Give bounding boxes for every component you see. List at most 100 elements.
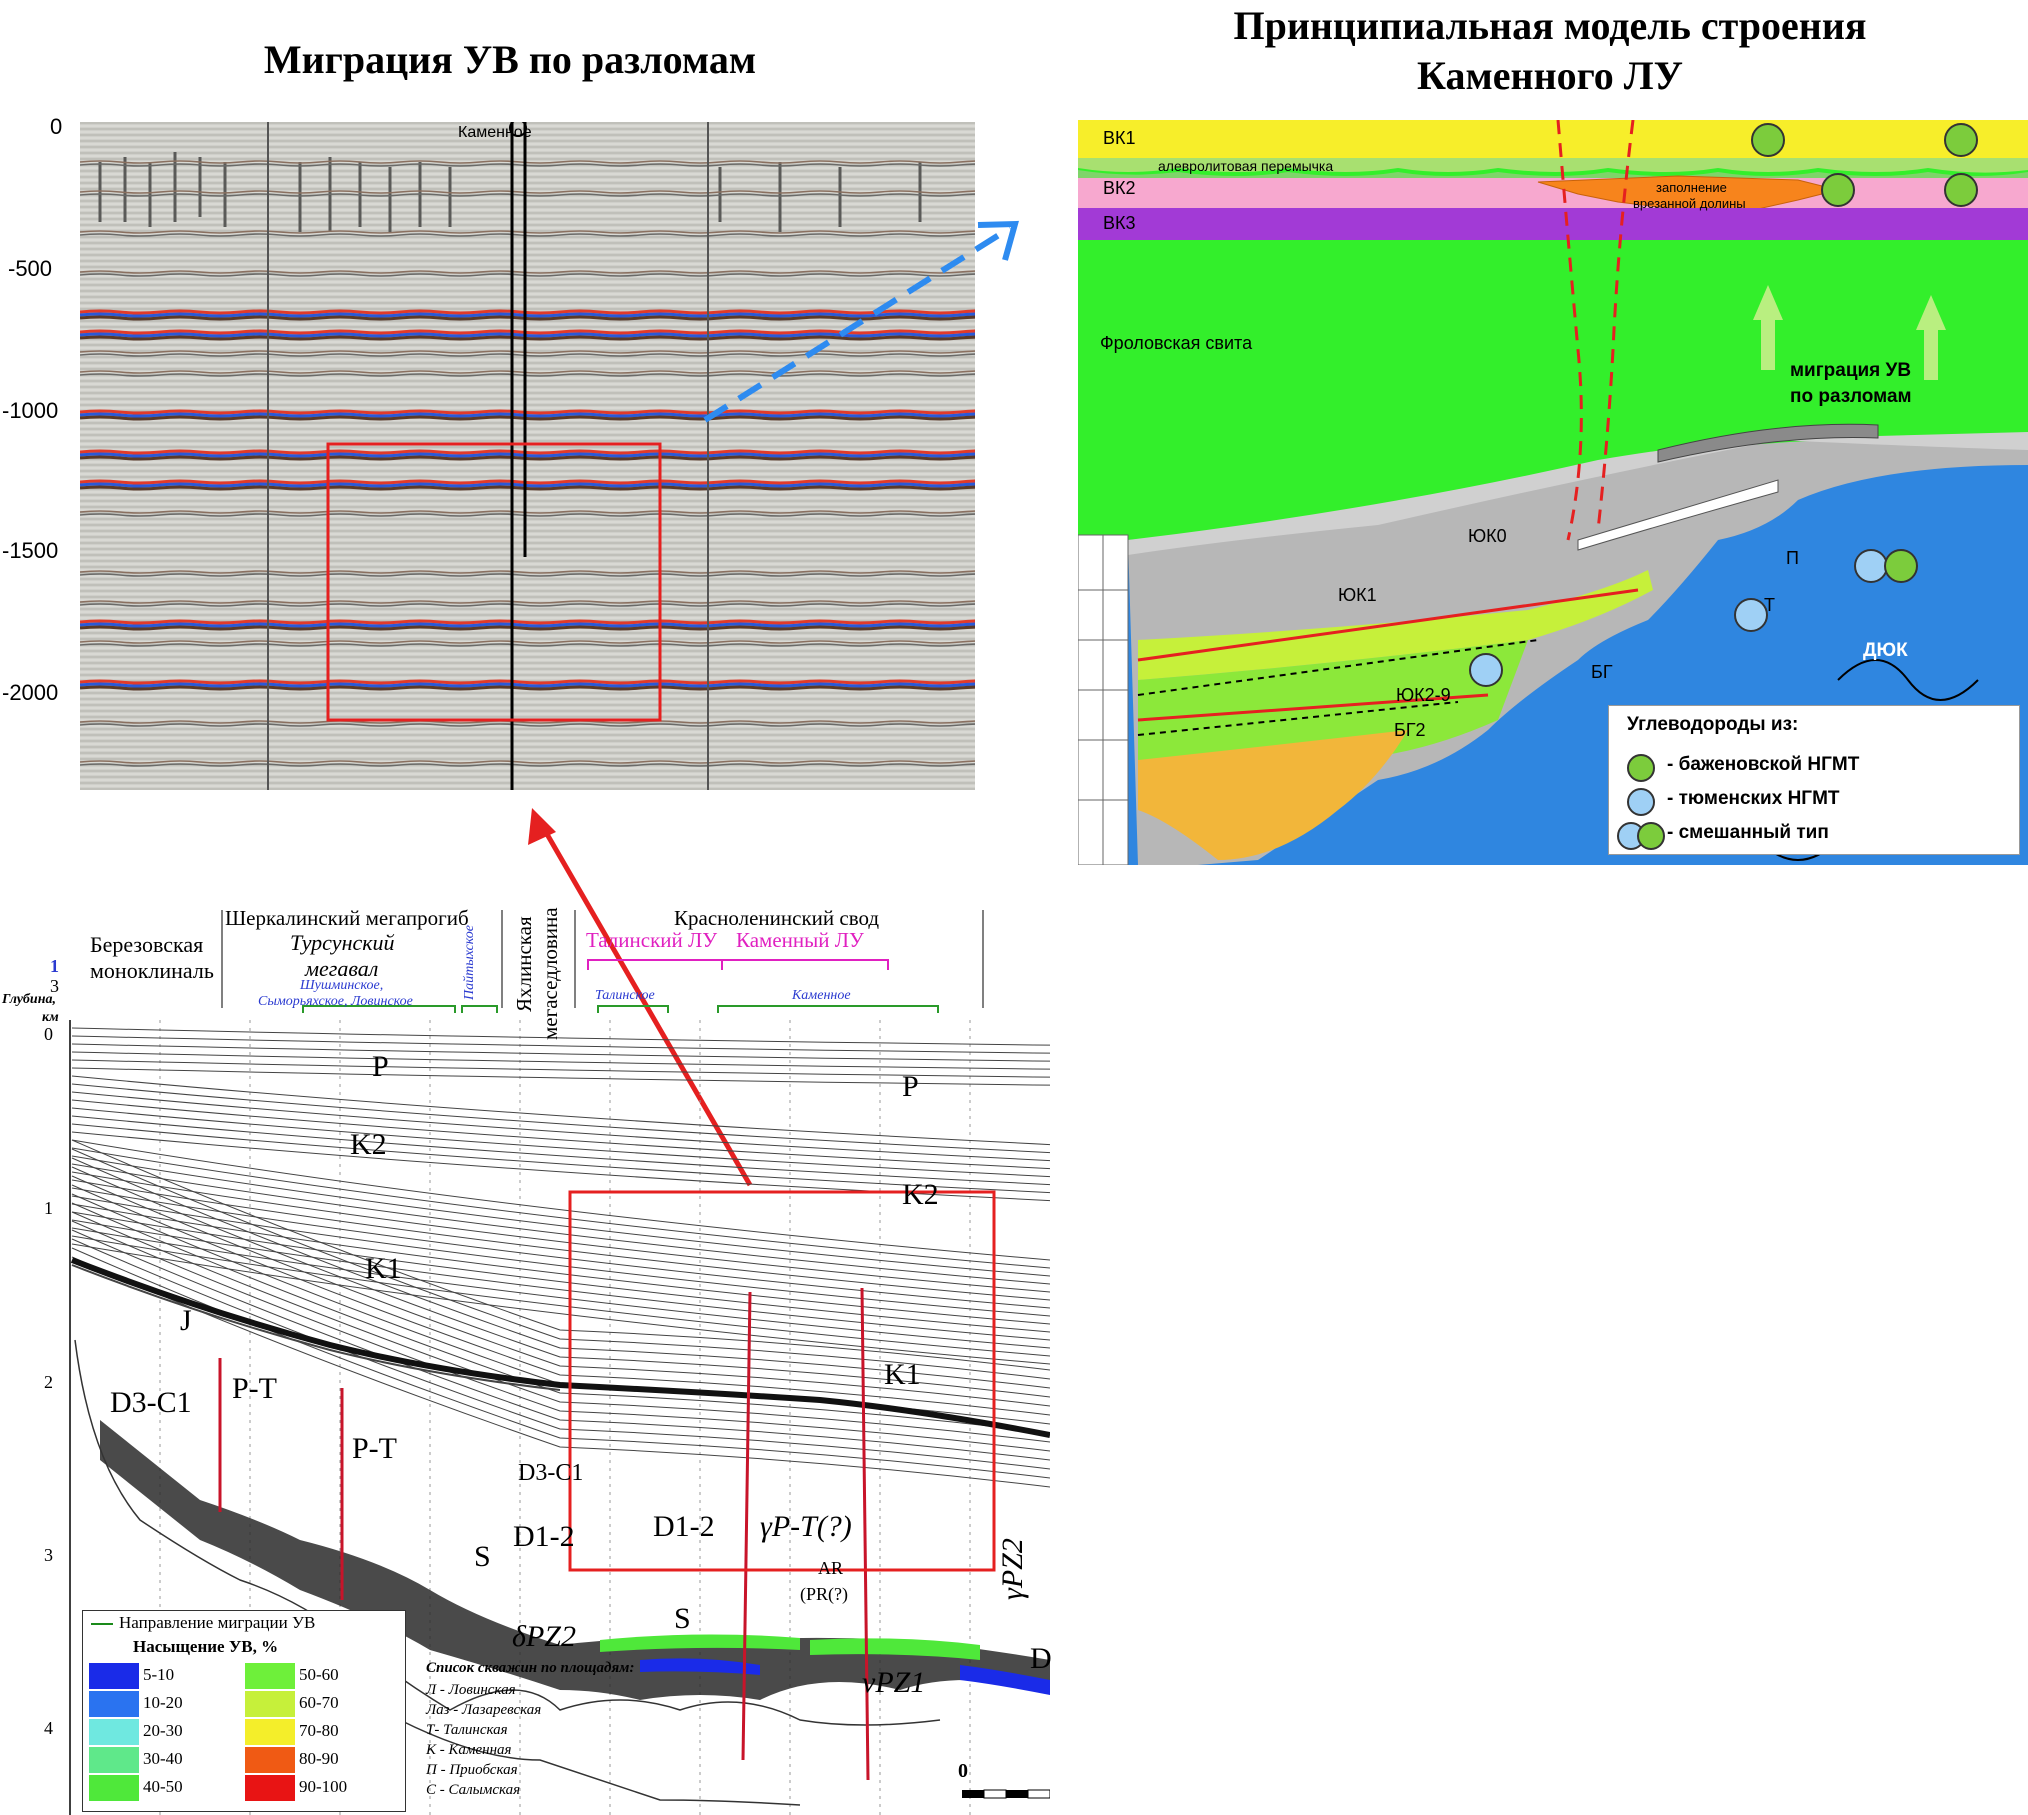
vk3-label: ВК3 [1103,213,1136,233]
bazhenov-hc-marker [1821,173,1855,207]
legend-bazhenov-label: - баженовской НГМТ [1667,754,1860,775]
saturation-legend-title: Насыщение УВ, % [133,1637,279,1656]
well-item: Лаз - Лазаревская [426,1702,542,1718]
right-title-line1: Принципиальная модель строения [1233,3,1867,48]
vk3-layer [1078,208,2028,240]
unit-label: δPZ2 [512,1620,576,1653]
fields-label-2: Сыморьяхское, Ловинское [258,994,413,1009]
saturation-bin-label: 80-90 [299,1749,339,1768]
unit-label: S [474,1540,491,1573]
horizon-line [71,1219,1050,1341]
unit-label: J [180,1304,192,1337]
geo-section: Березовская моноклиналь Шеркалинский мег… [0,900,1052,1815]
right-title-line2: Каменного ЛУ [1417,53,1683,98]
horizon-line [71,1157,1050,1389]
saturation-bin-label: 20-30 [143,1721,183,1740]
wells-title: Список скважин по площадям: [426,1660,635,1676]
horizon-line [71,1035,1050,1054]
saturation-swatch [245,1747,295,1773]
legend-bazhenov-icon [1627,754,1655,782]
unit-label: D1-2 [513,1520,575,1553]
unit-label: AR [818,1558,844,1578]
saturation-bin-label: 40-50 [143,1777,183,1796]
duk-label: ДЮК [1863,640,1908,661]
horizon-line [71,1051,1050,1070]
unit-label: D [1030,1642,1052,1675]
reflector [80,723,975,727]
hc-legend-title: Углеводороды из: [1627,714,1799,735]
horizon-line [71,1235,1050,1357]
horizon-line [71,1027,1050,1046]
bg2-layer [1138,730,1408,860]
seismic-tick-2000: -2000 [2,680,59,705]
tursun-label-1: Турсунский [290,930,395,955]
migration-label-1: миграция УВ [1790,360,1912,381]
reflector [80,622,975,628]
saturation-bin-label: 5-10 [143,1665,175,1684]
seismic-tick-500: -500 [8,256,53,281]
horizon-line [71,1163,1050,1285]
reflector [80,643,975,647]
unit-label: D3-C1 [518,1460,584,1486]
depth-axis-label-2: км [42,1010,59,1025]
saturation-bin-label: 70-80 [299,1721,339,1740]
saturation-swatch [245,1775,295,1801]
horizon-line [71,1139,1050,1261]
scale-bar [962,1789,1050,1799]
reflector [80,510,975,514]
talin-field-label: Талинское [595,988,655,1003]
reflector [80,720,975,724]
paityakh-label: Пайтыхское [462,924,477,1000]
horizon-line [71,1203,1050,1325]
well-item: К - Каменная [426,1742,512,1758]
unit-label: γPZ2 [996,1538,1029,1600]
saturation-swatch [245,1719,295,1745]
horizon-line [71,1211,1050,1443]
bg-label: БГ [1591,662,1613,682]
vk1-layer [1078,120,2028,158]
yuk1-label: ЮК1 [1338,585,1377,605]
reflector [80,573,975,577]
talin-lu-label: Талинский ЛУ [586,928,718,952]
unit-label: P [372,1050,389,1083]
unit-label: P [902,1070,919,1103]
section-depth-4: 4 [44,1718,53,1738]
migration-up-arrow [1753,285,1783,370]
legend-mixed-label: - смешанный тип [1667,822,1829,843]
bazhenov-hc-marker [1751,123,1785,157]
frolov-label: Фроловская свита [1100,333,1253,353]
yuk29-lower [1138,640,1528,780]
section-depth-1: 1 [44,1198,53,1218]
reflector [80,625,975,631]
yuk0-layer [1128,432,2028,555]
reflector [80,763,975,767]
vk2-layer [1078,176,2028,208]
tursun-label-2: мегавал [305,956,379,981]
horizon-line [71,1091,1050,1162]
saturation-bin-label: 10-20 [143,1693,183,1712]
saturation-swatch [245,1691,295,1717]
well-item: Т- Талинская [426,1722,508,1738]
tyumen-hc-marker [1734,598,1768,632]
reflector [80,485,975,491]
hc-legend: Углеводороды из: - баженовской НГМТ - тю… [1608,705,2020,855]
horizon-line [71,1171,1050,1293]
horizon-line [71,1166,1050,1398]
well-item: П - Приобская [426,1762,518,1778]
unit-label: (PR(?) [800,1584,848,1604]
unit-label: K1 [884,1358,921,1391]
seismic-tick-0: 0 [50,114,63,139]
saturation-swatch [245,1663,295,1689]
t-label: Т [1764,595,1775,615]
fault-line [1596,120,1635,531]
tyumen-hc-marker [1469,653,1503,687]
reflector [80,679,975,685]
unit-label: D3-C1 [110,1386,192,1419]
horizon-line [71,1202,1050,1434]
saturation-bin-label: 60-70 [299,1693,339,1712]
reflector [80,760,975,764]
reflector [80,640,975,644]
horizon-line [71,1256,1050,1488]
kamen-lu-label: Каменный ЛУ [736,928,864,952]
seismic-reflections [80,122,975,790]
